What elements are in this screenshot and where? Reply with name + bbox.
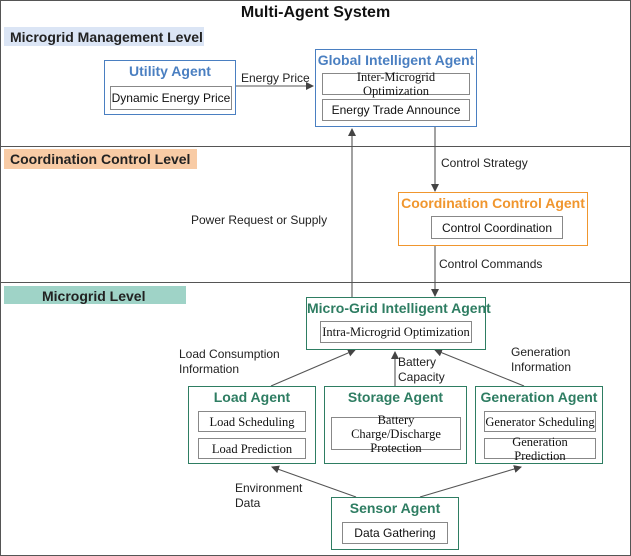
generation-agent-title: Generation Agent <box>480 389 598 405</box>
load-scheduling-function: Load Scheduling <box>198 411 306 432</box>
arrow-generation-info <box>434 348 525 387</box>
data-gathering-function: Data Gathering <box>342 522 448 544</box>
generation-prediction-function: Generation Prediction <box>484 435 596 463</box>
load-consumption-label: Load Consumption Information <box>179 347 280 376</box>
load-agent-box: Load Agent Load Scheduling Load Predicti… <box>188 386 316 464</box>
coordination-agent-title: Coordination Control Agent <box>401 195 585 211</box>
battery-protection-function: Battery Charge/Discharge Protection <box>331 413 461 455</box>
dynamic-energy-price-function: Dynamic Energy Price <box>110 86 232 110</box>
arrow-load-consumption <box>270 349 356 387</box>
control-coordination-function: Control Coordination <box>431 216 563 239</box>
arrow-environment-to-generation <box>419 465 522 498</box>
microgrid-agent-title: Micro-Grid Intelligent Agent <box>307 300 491 316</box>
sensor-agent-title: Sensor Agent <box>349 500 441 516</box>
level-divider-microgrid <box>0 282 631 283</box>
load-prediction-function: Load Prediction <box>198 438 306 459</box>
generation-agent-box: Generation Agent Generator Scheduling Ge… <box>475 386 603 464</box>
generation-information-label: Generation Information <box>511 345 572 374</box>
microgrid-intelligent-agent-box: Micro-Grid Intelligent Agent Intra-Micro… <box>306 297 491 350</box>
control-strategy-label: Control Strategy <box>441 156 528 170</box>
energy-trade-announce-function: Energy Trade Announce <box>322 99 470 121</box>
utility-agent-box: Utility Agent Dynamic Energy Price <box>104 60 236 115</box>
management-level-label: Microgrid Management Level <box>4 27 204 46</box>
level-divider-coordination <box>0 146 631 147</box>
sensor-agent-box: Sensor Agent Data Gathering <box>331 497 459 550</box>
energy-price-label: Energy Price <box>241 71 310 85</box>
utility-agent-title: Utility Agent <box>129 63 211 79</box>
load-agent-title: Load Agent <box>213 389 291 405</box>
environment-data-label: Environment Data <box>235 481 303 510</box>
storage-agent-box: Storage Agent Battery Charge/Discharge P… <box>324 386 467 464</box>
storage-agent-title: Storage Agent <box>347 389 444 405</box>
global-intelligent-agent-box: Global Intelligent Agent Inter-Microgrid… <box>315 49 477 127</box>
global-agent-title: Global Intelligent Agent <box>317 52 475 68</box>
microgrid-level-label: Microgrid Level <box>4 286 186 304</box>
intra-microgrid-optimization-function: Intra-Microgrid Optimization <box>320 321 472 343</box>
diagram-title: Multi-Agent System <box>240 4 391 21</box>
coordination-control-agent-box: Coordination Control Agent Control Coord… <box>398 192 588 246</box>
coordination-level-label: Coordination Control Level <box>4 149 197 169</box>
battery-capacity-label: Battery Capacity <box>398 355 445 384</box>
control-commands-label: Control Commands <box>439 257 543 271</box>
power-request-label: Power Request or Supply <box>191 213 328 227</box>
inter-microgrid-optimization-function: Inter-Microgrid Optimization <box>322 70 470 98</box>
generator-scheduling-function: Generator Scheduling <box>484 411 596 432</box>
arrow-environment-to-load <box>271 465 357 498</box>
